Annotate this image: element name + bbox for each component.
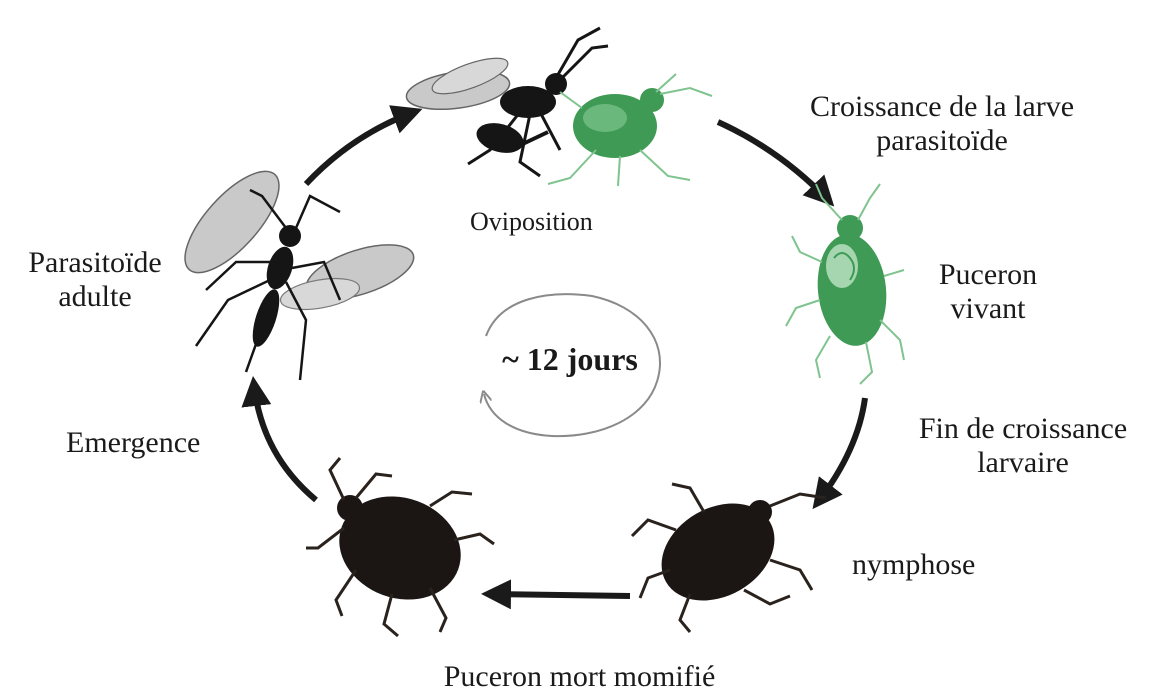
label-adult-parasitoid: Parasitoïde adulte — [5, 246, 185, 314]
label-living-aphid: Puceron vivant — [918, 258, 1058, 326]
label-end-larval-growth-line1: Fin de croissance — [888, 412, 1158, 446]
adult-parasitoid-icon — [170, 157, 420, 380]
arrow-nymphosis-to-mummy — [490, 594, 630, 596]
label-larva-growth: Croissance de la larve parasitoïde — [762, 90, 1122, 158]
nymphosis-mummy-icon — [632, 484, 826, 632]
label-living-aphid-line2: vivant — [918, 292, 1058, 326]
label-oviposition: Oviposition — [470, 205, 593, 239]
living-aphid-icon — [786, 184, 904, 384]
label-larva-growth-line1: Croissance de la larve — [762, 90, 1122, 124]
label-living-aphid-line1: Puceron — [918, 258, 1058, 292]
label-larva-growth-line2: parasitoïde — [762, 124, 1122, 158]
arrow-living-to-end-growth — [818, 398, 865, 502]
label-adult-parasitoid-line2: adulte — [5, 280, 185, 314]
mummified-aphid-icon — [306, 458, 494, 636]
label-end-larval-growth-line2: larvaire — [888, 446, 1158, 480]
label-end-larval-growth: Fin de croissance larvaire — [888, 412, 1158, 480]
ovipositing-wasp-icon — [404, 28, 608, 176]
cycle-duration-label: ~ 12 jours — [470, 342, 670, 376]
label-emergence: Emergence — [66, 426, 200, 460]
label-adult-parasitoid-line1: Parasitoïde — [5, 246, 185, 280]
label-nymphosis: nymphose — [852, 548, 975, 582]
arrow-mummy-to-emergence — [254, 385, 316, 500]
label-mummified-aphid: Puceron mort momifié — [0, 660, 1159, 694]
arrow-adult-to-oviposition — [306, 112, 414, 184]
host-aphid-icon — [548, 74, 712, 186]
